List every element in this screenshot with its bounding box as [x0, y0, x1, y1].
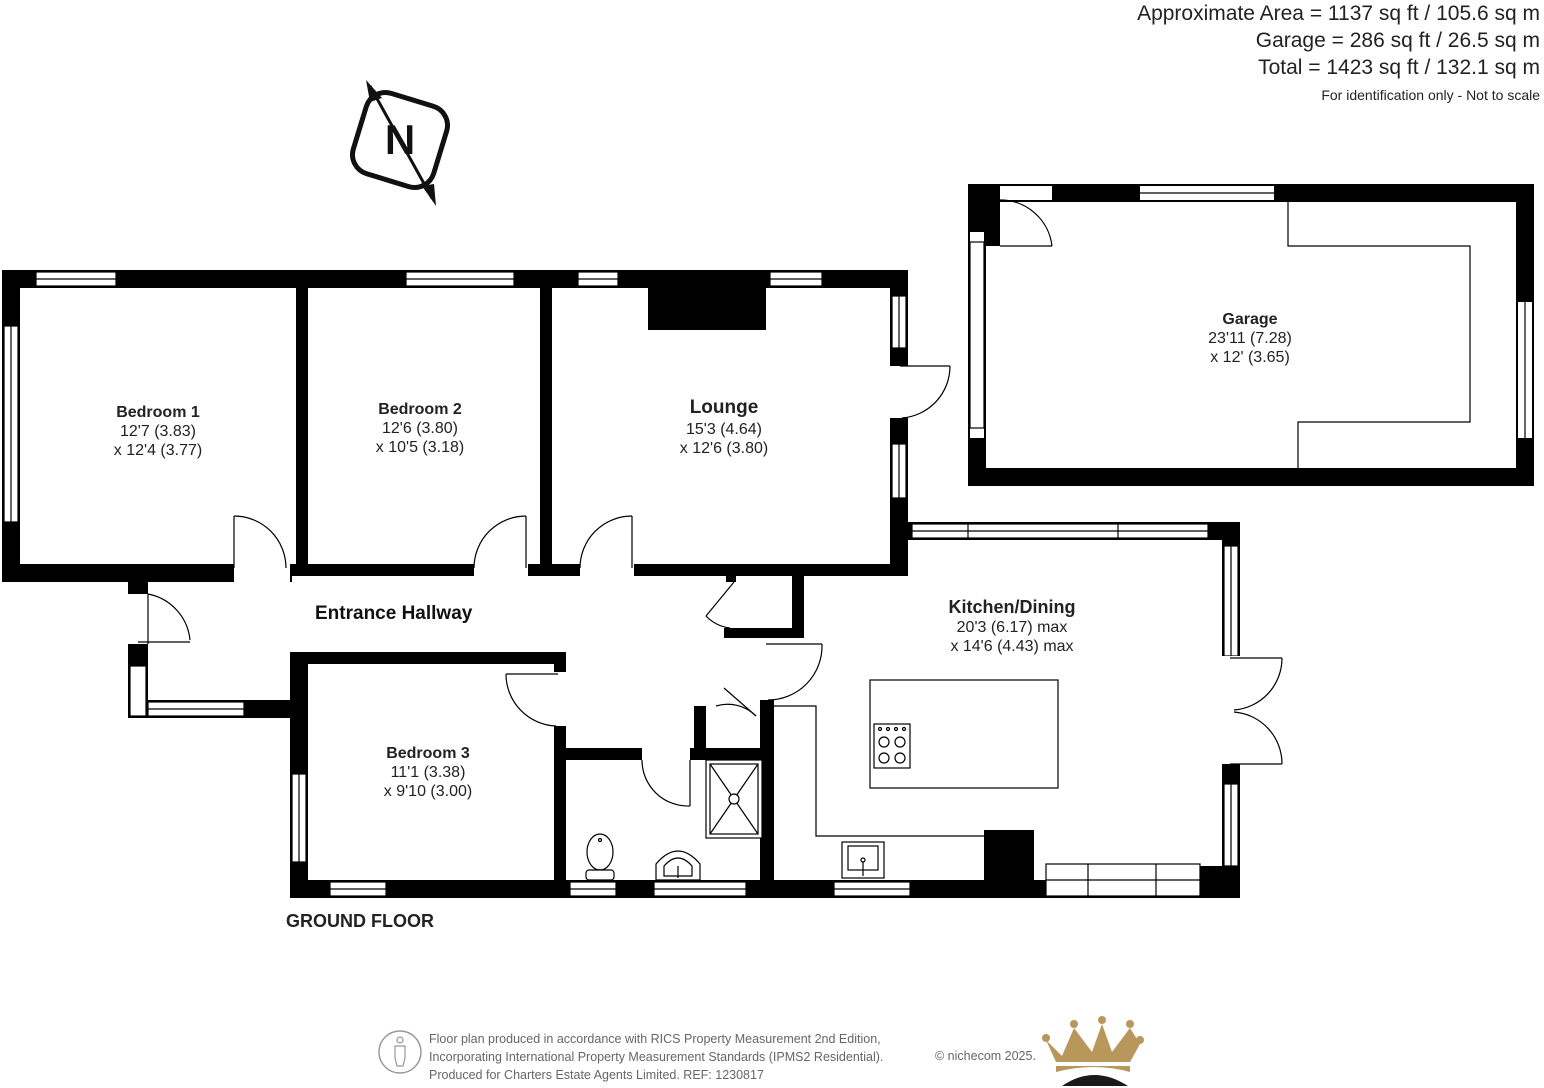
house-walls — [2, 270, 1240, 898]
room-dimension: 23'11 (7.28) — [1208, 330, 1292, 347]
footer-notes: Floor plan produced in accordance with R… — [429, 1030, 1036, 1084]
room-label-bedroom-1: Bedroom 1 12'7 (3.83) x 12'4 (3.77) — [114, 403, 202, 460]
approximate-area: Approximate Area = 1137 sq ft / 105.6 sq… — [1137, 2, 1540, 25]
footer-line: Floor plan produced in accordance with R… — [429, 1032, 881, 1046]
room-label-lounge: Lounge 15'3 (4.64) x 12'6 (3.80) — [680, 396, 768, 458]
hob-icon — [873, 723, 911, 769]
garage-walls — [968, 184, 1534, 486]
kitchen-units — [774, 679, 1059, 837]
basin-icon — [655, 850, 701, 881]
area-summary: Approximate Area = 1137 sq ft / 105.6 sq… — [1137, 0, 1540, 105]
doors — [128, 365, 1283, 807]
room-name: Bedroom 2 — [378, 401, 462, 418]
room-dimension: 11'1 (3.38) — [390, 764, 466, 781]
crown-logo-icon — [1042, 1016, 1144, 1086]
room-label-entrance-hallway: Entrance Hallway — [315, 603, 473, 624]
room-dimension: 15'3 (4.64) — [686, 421, 762, 438]
room-label-kitchen-dining: Kitchen/Dining 20'3 (6.17) max x 14'6 (4… — [949, 596, 1076, 656]
room-dimension: x 9'10 (3.00) — [383, 783, 473, 800]
room-label-garage: Garage 23'11 (7.28) x 12' (3.65) — [1208, 310, 1292, 367]
room-dimension: x 12' (3.65) — [1210, 349, 1290, 366]
room-name: Lounge — [689, 397, 759, 418]
kitchen-sink-icon — [841, 841, 885, 879]
scale-disclaimer: For identification only - Not to scale — [1321, 87, 1540, 103]
windows — [3, 271, 1239, 897]
room-name: Bedroom 1 — [116, 404, 200, 421]
toilet-icon — [585, 833, 615, 881]
room-name: Kitchen/Dining — [948, 597, 1076, 617]
room-dimension: 12'7 (3.83) — [120, 423, 196, 440]
floor-label: GROUND FLOOR — [286, 911, 434, 931]
room-dimension: 20'3 (6.17) max — [956, 619, 1068, 636]
north-letter: N — [385, 116, 415, 163]
copyright: © nichecom 2025. — [935, 1049, 1036, 1063]
garage-area: Garage = 286 sq ft / 26.5 sq m — [1255, 29, 1540, 52]
room-dimension: x 12'6 (3.80) — [679, 440, 769, 457]
room-name: Bedroom 3 — [386, 745, 470, 762]
room-name: Garage — [1222, 311, 1278, 328]
total-area: Total = 1423 sq ft / 132.1 sq m — [1258, 56, 1540, 79]
shower-tray-icon — [705, 759, 763, 839]
footer-line: Produced for Charters Estate Agents Limi… — [429, 1068, 764, 1082]
person-icon — [378, 1030, 422, 1074]
room-label-bedroom-2: Bedroom 2 12'6 (3.80) x 10'5 (3.18) — [376, 400, 464, 457]
room-dimension: x 14'6 (4.43) max — [950, 638, 1074, 655]
room-dimension: x 12'4 (3.77) — [113, 442, 203, 459]
room-dimension: 12'6 (3.80) — [382, 420, 458, 437]
north-arrow-icon: N — [350, 80, 450, 206]
footer-line: Incorporating International Property Mea… — [429, 1050, 884, 1064]
room-label-bedroom-3: Bedroom 3 11'1 (3.38) x 9'10 (3.00) — [384, 744, 472, 801]
room-dimension: x 10'5 (3.18) — [375, 439, 465, 456]
